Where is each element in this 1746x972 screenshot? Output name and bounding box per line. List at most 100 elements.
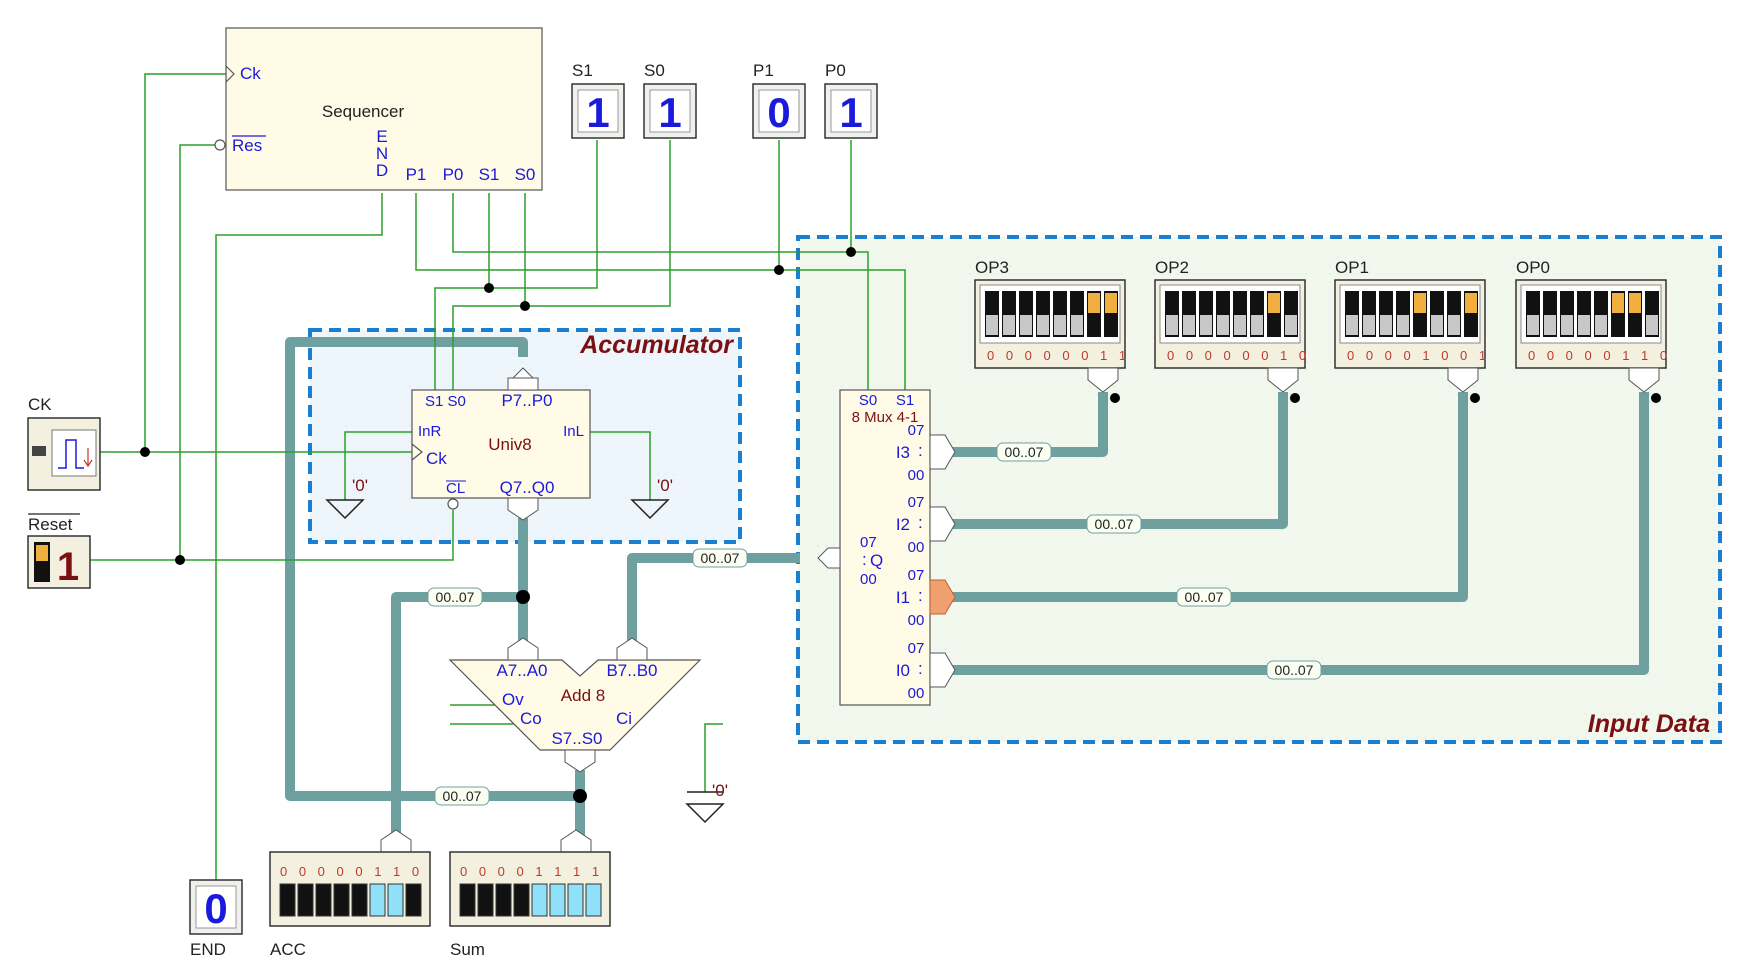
bus-label: 00..07 xyxy=(701,550,740,566)
univ8-q-pins: Q7..Q0 xyxy=(500,478,555,497)
p0-wire xyxy=(452,193,869,390)
p1-wire xyxy=(415,193,906,390)
bus-label: 00..07 xyxy=(1005,444,1044,460)
mux-block[interactable]: S0 S1 8 Mux 4-1 07I3:0007I2:0007I1:0007I… xyxy=(817,389,956,706)
mux-input-colon: : xyxy=(918,659,923,678)
sequencer-block[interactable]: Sequencer Ck Res E N D P1 P0 S1 S0 xyxy=(214,27,543,191)
univ8-input-connector xyxy=(507,367,539,391)
mux-selected-input-marker xyxy=(929,579,956,615)
sequencer-p1-pin: P1 xyxy=(406,165,427,184)
bus-label: 00..07 xyxy=(1185,589,1224,605)
svg-text:D: D xyxy=(376,161,388,180)
sequencer-res-pin: Res xyxy=(232,136,262,155)
adder-ov-pin: Ov xyxy=(502,690,524,709)
display-p1-value: 0 xyxy=(767,89,790,136)
switch-label: OP2 xyxy=(1155,258,1189,277)
display-s1: S1 1 xyxy=(571,61,625,139)
switch-connector xyxy=(1267,367,1299,393)
hex-displays: S1 1 S0 1 P1 0 P0 1 0 END xyxy=(189,61,878,959)
bus-label: 00..07 xyxy=(443,788,482,804)
inl-wire xyxy=(590,431,651,500)
bus-label: 00..07 xyxy=(436,589,475,605)
mux-input-i1-label: I1 xyxy=(896,588,910,607)
ci-zero-constant: '0' xyxy=(712,781,728,800)
mux-input-colon: : xyxy=(918,513,923,532)
inr-wire xyxy=(344,431,412,500)
display-p0-label: P0 xyxy=(825,61,846,80)
display-p1: P1 0 xyxy=(752,61,806,139)
reset-label: Reset xyxy=(28,515,73,534)
clock-label: CK xyxy=(28,395,52,414)
switch-connector xyxy=(1087,367,1119,393)
switch-connector xyxy=(1447,367,1479,393)
s1-wire xyxy=(434,193,490,390)
op1-bus xyxy=(950,392,1468,602)
mux-input-lo: 00 xyxy=(908,539,925,556)
mux-output-bus xyxy=(627,553,800,650)
mux-input-hi: 07 xyxy=(908,640,925,657)
sequencer-s0-pin: S0 xyxy=(515,165,536,184)
reset-to-register-wire xyxy=(180,510,454,561)
switch-bits: 0 0 0 0 0 1 1 0 xyxy=(1528,348,1671,363)
mux-input-connector xyxy=(929,506,956,542)
switch-op0[interactable]: OP0 0 0 0 0 0 1 1 0 xyxy=(1515,258,1671,393)
bus-labels: 00..0700..0700..0700..0700..0700..0700..… xyxy=(427,442,1322,806)
led-bits: 0 0 0 0 1 1 1 1 xyxy=(460,864,603,879)
bus-label: 00..07 xyxy=(1275,662,1314,678)
reset-switch[interactable]: Reset 1 xyxy=(27,513,91,589)
s0-display-wire xyxy=(525,140,671,307)
adder-s-pins: S7..S0 xyxy=(551,729,602,748)
mux-input-i3-label: I3 xyxy=(896,443,910,462)
adder-block[interactable]: Add 8 A7..A0 B7..B0 Ov Co Ci S7..S0 xyxy=(448,637,702,773)
display-p0: P0 1 xyxy=(824,61,878,139)
mux-input-hi: 07 xyxy=(908,567,925,584)
adder-title: Add 8 xyxy=(561,686,605,705)
univ8-register[interactable]: Univ8 S1 S0 P7..P0 InR InL Ck CL Q7..Q0 xyxy=(411,367,591,521)
mux-input-colon: : xyxy=(918,441,923,460)
led-label: Sum xyxy=(450,940,485,959)
display-s1-label: S1 xyxy=(572,61,593,80)
led-label: ACC xyxy=(270,940,306,959)
display-end: 0 END xyxy=(189,879,243,959)
mux-input-i0-label: I0 xyxy=(896,661,910,680)
switch-op2[interactable]: OP2 0 0 0 0 0 0 1 0 xyxy=(1154,258,1310,393)
mux-input-hi: 07 xyxy=(908,422,925,439)
inr-zero-constant: '0' xyxy=(352,476,368,495)
svg-text:E: E xyxy=(376,127,387,146)
display-end-value: 0 xyxy=(204,885,227,932)
feedback-bus xyxy=(285,337,580,801)
adder-a-pins: A7..A0 xyxy=(496,661,547,680)
univ8-title: Univ8 xyxy=(488,435,531,454)
sequencer-title: Sequencer xyxy=(322,102,405,121)
reset-wire xyxy=(90,144,216,561)
switch-bits: 0 0 0 0 0 0 1 1 xyxy=(987,348,1130,363)
adder-ci-pin: Ci xyxy=(616,709,632,728)
inl-zero-constant: '0' xyxy=(657,476,673,495)
mux-out-colon: : xyxy=(862,550,867,569)
switch-label: OP0 xyxy=(1516,258,1550,277)
clock-source[interactable]: CK xyxy=(27,395,101,491)
switch-bits: 0 0 0 0 0 0 1 0 xyxy=(1167,348,1310,363)
op2-bus xyxy=(950,392,1288,529)
mux-input-connector xyxy=(929,434,956,470)
sequencer-end-pin: E N D xyxy=(376,127,388,180)
univ8-cl-pin: CL xyxy=(446,480,465,497)
display-s0-value: 1 xyxy=(658,89,681,136)
op0-bus xyxy=(950,392,1649,675)
univ8-p-pins: P7..P0 xyxy=(501,391,552,410)
accumulator-region-title: Accumulator xyxy=(579,331,734,359)
reset-value: 1 xyxy=(57,545,79,589)
signal-wires xyxy=(90,73,906,880)
led-segment xyxy=(369,883,386,917)
clock-wire xyxy=(100,73,226,453)
mux-out-hi: 07 xyxy=(860,534,877,551)
led-segment xyxy=(279,883,296,917)
sequencer-ck-pin: Ck xyxy=(240,64,261,83)
led-segment xyxy=(315,883,332,917)
sequencer-s1-pin: S1 xyxy=(479,165,500,184)
